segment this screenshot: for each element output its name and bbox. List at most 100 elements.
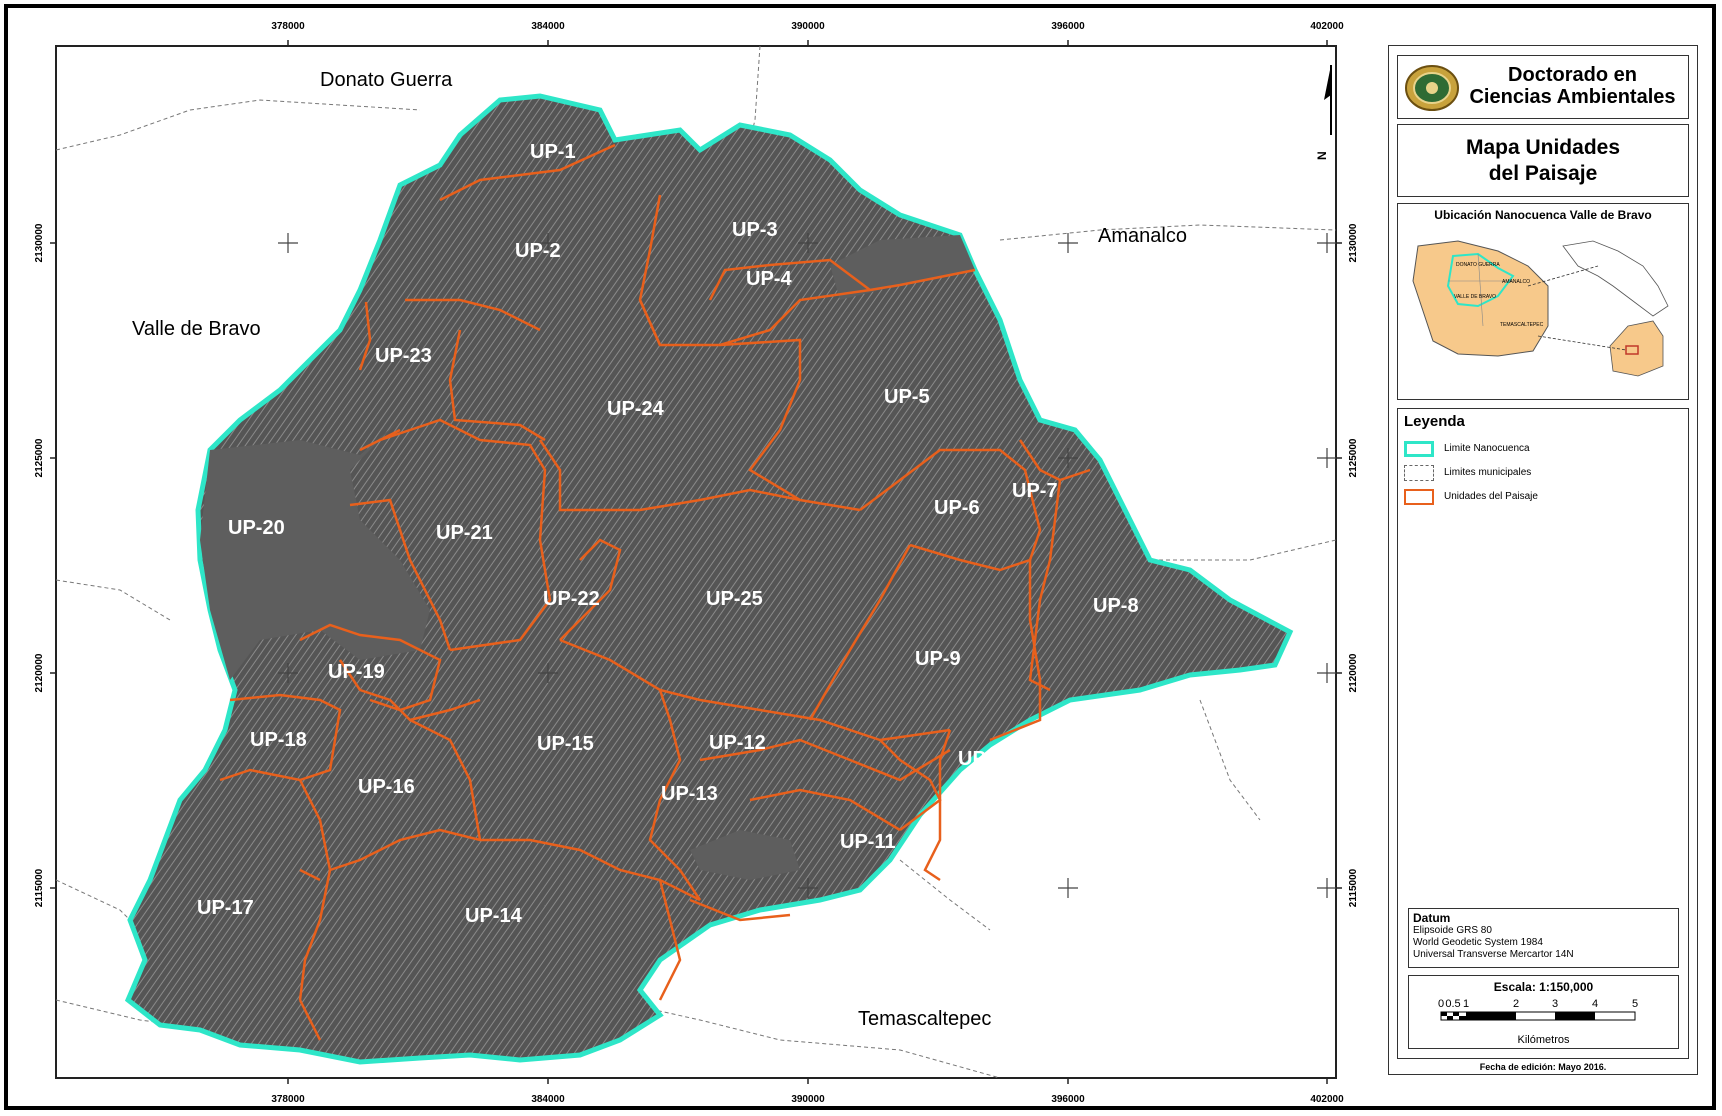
- x-tick-bottom-3: 390000: [791, 1094, 825, 1105]
- org-name-line1: Doctorado en: [1508, 64, 1637, 86]
- unit-label-2: UP-2: [515, 240, 561, 262]
- x-tick-bottom-5: 402000: [1310, 1094, 1344, 1105]
- datum-line-1: Elipsoide GRS 80: [1413, 925, 1492, 936]
- edit-date: Fecha de edición: Mayo 2016.: [1479, 1062, 1607, 1072]
- legend-label-basin: Limite Nanocuenca: [1444, 443, 1530, 454]
- y-tick-right-3: 2120000: [1348, 653, 1359, 692]
- x-tick-bottom-4: 396000: [1051, 1094, 1085, 1105]
- x-tick-top-5: 402000: [1310, 21, 1344, 32]
- unit-label-24: UP-24: [607, 398, 665, 420]
- side-panel: [1388, 45, 1698, 1075]
- datum-line-3: Universal Transverse Mercartor 14N: [1413, 949, 1574, 960]
- scale-tick-4: 4: [1592, 998, 1598, 1010]
- scale-tick-2: 2: [1513, 998, 1519, 1010]
- scale-bar: 0 0.5 1 2 3 4 5: [1438, 998, 1638, 1021]
- muni-amanalco: Amanalco: [1098, 225, 1187, 247]
- org-header: Doctorado en Ciencias Ambientales: [1397, 55, 1689, 119]
- scale-title: Escala: 1:150,000: [1493, 980, 1594, 994]
- scale-unit: Kilómetros: [1517, 1034, 1570, 1046]
- scale-tick-1: 1: [1463, 998, 1469, 1010]
- inset-label-amanalco: AMANALCO: [1502, 279, 1530, 285]
- unit-label-8: UP-8: [1093, 595, 1139, 617]
- map-title-line2: del Paisaje: [1488, 162, 1598, 185]
- inset-label-valle: VALLE DE BRAVO: [1454, 294, 1496, 300]
- unit-label-16: UP-16: [358, 776, 415, 798]
- unit-label-4: UP-4: [746, 268, 792, 290]
- scale-box: Escala: 1:150,000 0 0.5 1 2 3 4 5 Kilóme…: [1408, 975, 1679, 1049]
- unit-label-13: UP-13: [661, 783, 718, 805]
- unit-label-12: UP-12: [709, 732, 766, 754]
- inset-basin-outline: [1446, 252, 1515, 308]
- scale-tick-3: 3: [1552, 998, 1558, 1010]
- flat-zones: [200, 235, 975, 880]
- inset-state-shape: [1412, 240, 1549, 357]
- unit-label-15: UP-15: [537, 733, 594, 755]
- unit-label-1: UP-1: [530, 141, 576, 163]
- map-title-line1: Mapa Unidades: [1465, 136, 1621, 159]
- muni-temascaltepec: Temascaltepec: [858, 1008, 991, 1030]
- inset-locator-state: [1609, 320, 1664, 377]
- x-tick-top-1: 378000: [271, 21, 305, 32]
- map-title: Mapa Unidades del Paisaje: [1398, 135, 1688, 187]
- unit-label-21: UP-21: [436, 522, 493, 544]
- university-seal-icon: [1405, 65, 1459, 111]
- unit-label-5: UP-5: [884, 386, 930, 408]
- y-tick-right-1: 2130000: [1348, 223, 1359, 262]
- x-tick-top-2: 384000: [531, 21, 565, 32]
- axis-ticks: [50, 40, 1342, 1084]
- unit-label-25: UP-25: [706, 588, 763, 610]
- unit-label-10: UP-10: [958, 748, 1015, 770]
- map-title-box: Mapa Unidades del Paisaje: [1397, 124, 1689, 197]
- unit-label-18: UP-18: [250, 729, 307, 751]
- legend-box: Leyenda Limite Nanocuenca Limites munici…: [1397, 408, 1689, 1059]
- x-tick-top-3: 390000: [791, 21, 825, 32]
- x-tick-bottom-1: 378000: [271, 1094, 305, 1105]
- legend-label-units: Unidades del Paisaje: [1444, 491, 1538, 502]
- unit-label-6: UP-6: [934, 497, 980, 519]
- y-tick-right-2: 2125000: [1348, 438, 1359, 477]
- org-name-line2: Ciencias Ambientales: [1469, 86, 1676, 108]
- unit-labels: UP-1 UP-2 UP-3 UP-4 UP-5 UP-6 UP-7 UP-8 …: [197, 141, 1139, 927]
- unit-label-23: UP-23: [375, 345, 432, 367]
- unit-label-7: UP-7: [1012, 480, 1058, 502]
- x-tick-bottom-2: 384000: [531, 1094, 565, 1105]
- scale-tick-0-5: 0.5: [1445, 998, 1460, 1010]
- north-arrow-icon: N: [1315, 65, 1332, 160]
- inset-title: Ubicación Nanocuenca Valle de Bravo: [1434, 208, 1652, 222]
- y-tick-left-3: 2120000: [34, 653, 45, 692]
- legend-swatch-basin: [1404, 441, 1434, 457]
- scale-tick-5: 5: [1632, 998, 1638, 1010]
- inset-country-shape: [1562, 240, 1669, 317]
- y-tick-right-4: 2115000: [1348, 868, 1359, 907]
- unit-label-9: UP-9: [915, 648, 961, 670]
- unit-boundaries: [219, 143, 1091, 1041]
- inset-map: DONATO GUERRA AMANALCO VALLE DE BRAVO TE…: [1412, 240, 1669, 377]
- datum-box: Datum Elipsoide GRS 80 World Geodetic Sy…: [1408, 908, 1679, 968]
- x-tick-top-4: 396000: [1051, 21, 1085, 32]
- unit-label-17: UP-17: [197, 897, 254, 919]
- unit-label-11: UP-11: [840, 831, 896, 853]
- location-inset: Ubicación Nanocuenca Valle de Bravo DONA…: [1397, 203, 1689, 400]
- unit-label-22: UP-22: [543, 588, 600, 610]
- muni-valle-de-bravo: Valle de Bravo: [132, 318, 261, 340]
- inset-locator-box: [1625, 345, 1639, 355]
- unit-label-3: UP-3: [732, 219, 778, 241]
- unit-label-14: UP-14: [465, 905, 523, 927]
- scale-tick-0: 0: [1438, 998, 1444, 1010]
- inset-label-donato: DONATO GUERRA: [1456, 262, 1500, 268]
- muni-donato-guerra: Donato Guerra: [320, 69, 453, 91]
- unit-label-19: UP-19: [328, 661, 385, 683]
- y-tick-left-4: 2115000: [34, 868, 45, 907]
- legend-swatch-municipal: [1404, 465, 1434, 481]
- legend-label-municipal: Limites municipales: [1444, 467, 1532, 478]
- unit-label-20: UP-20: [228, 517, 285, 539]
- legend-swatch-units: [1404, 489, 1434, 505]
- org-name: Doctorado en Ciencias Ambientales: [1460, 64, 1685, 108]
- north-label: N: [1315, 151, 1329, 160]
- legend-title: Leyenda: [1404, 413, 1465, 430]
- datum-title: Datum: [1413, 911, 1451, 925]
- grid-crosses: [278, 233, 1337, 898]
- inset-label-temascaltepec: TEMASCALTEPEC: [1500, 322, 1544, 328]
- datum-line-2: World Geodetic System 1984: [1413, 937, 1543, 948]
